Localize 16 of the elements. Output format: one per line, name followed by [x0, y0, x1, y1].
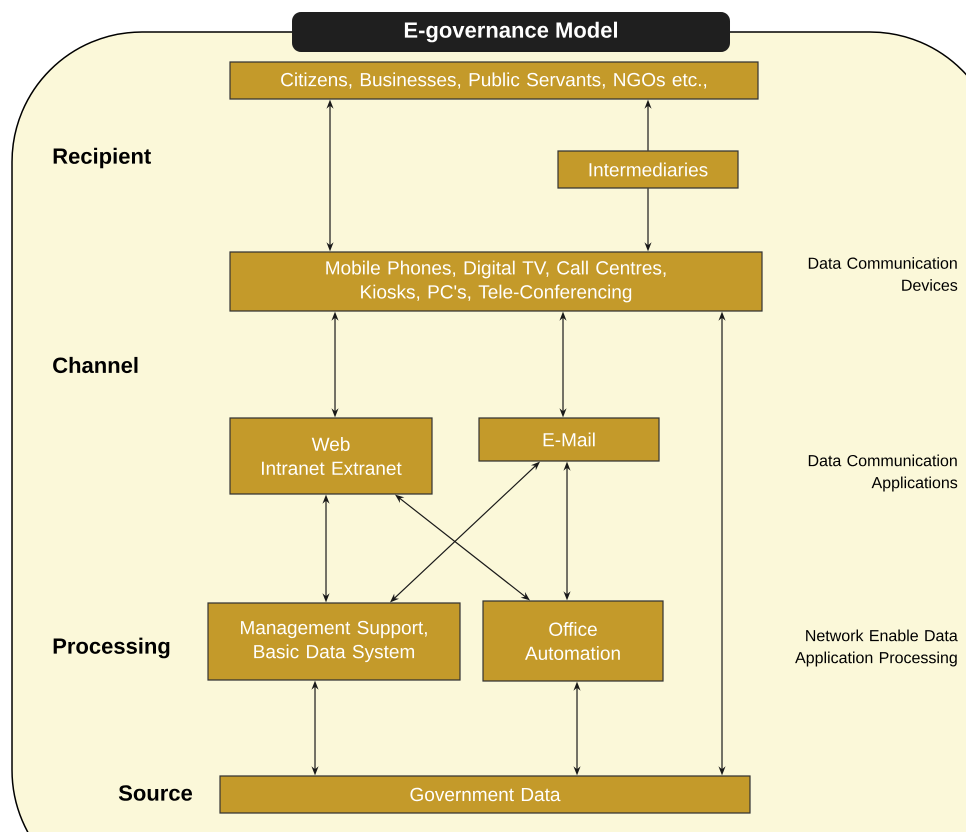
process-box: Government Data	[219, 775, 751, 814]
annotation: Data Communication Applications	[808, 454, 958, 492]
annotation: Data Communication Devices	[808, 257, 958, 291]
title-banner: E-governance Model	[292, 12, 730, 52]
layer-label: Channel	[53, 356, 138, 374]
process-box: Intermediaries	[557, 150, 739, 189]
process-box: Mobile Phones, Digital TV, Call Centres, Kiosks, PC's, Tele-Conferencing	[229, 251, 763, 312]
process-box: E-Mail	[478, 417, 660, 462]
layer-label: Source	[118, 785, 192, 801]
layer-label: Processing	[54, 638, 170, 658]
process-box: Office Automation	[482, 600, 664, 682]
process-box: Web Intranet Extranet	[229, 417, 433, 495]
annotation: Network Enable Data Application Processing	[795, 630, 958, 666]
layer-label: Recipient	[54, 148, 151, 168]
process-box: Citizens, Businesses, Public Servants, NGOs etc.,	[229, 61, 759, 100]
process-box: Management Support, Basic Data System	[207, 602, 461, 681]
